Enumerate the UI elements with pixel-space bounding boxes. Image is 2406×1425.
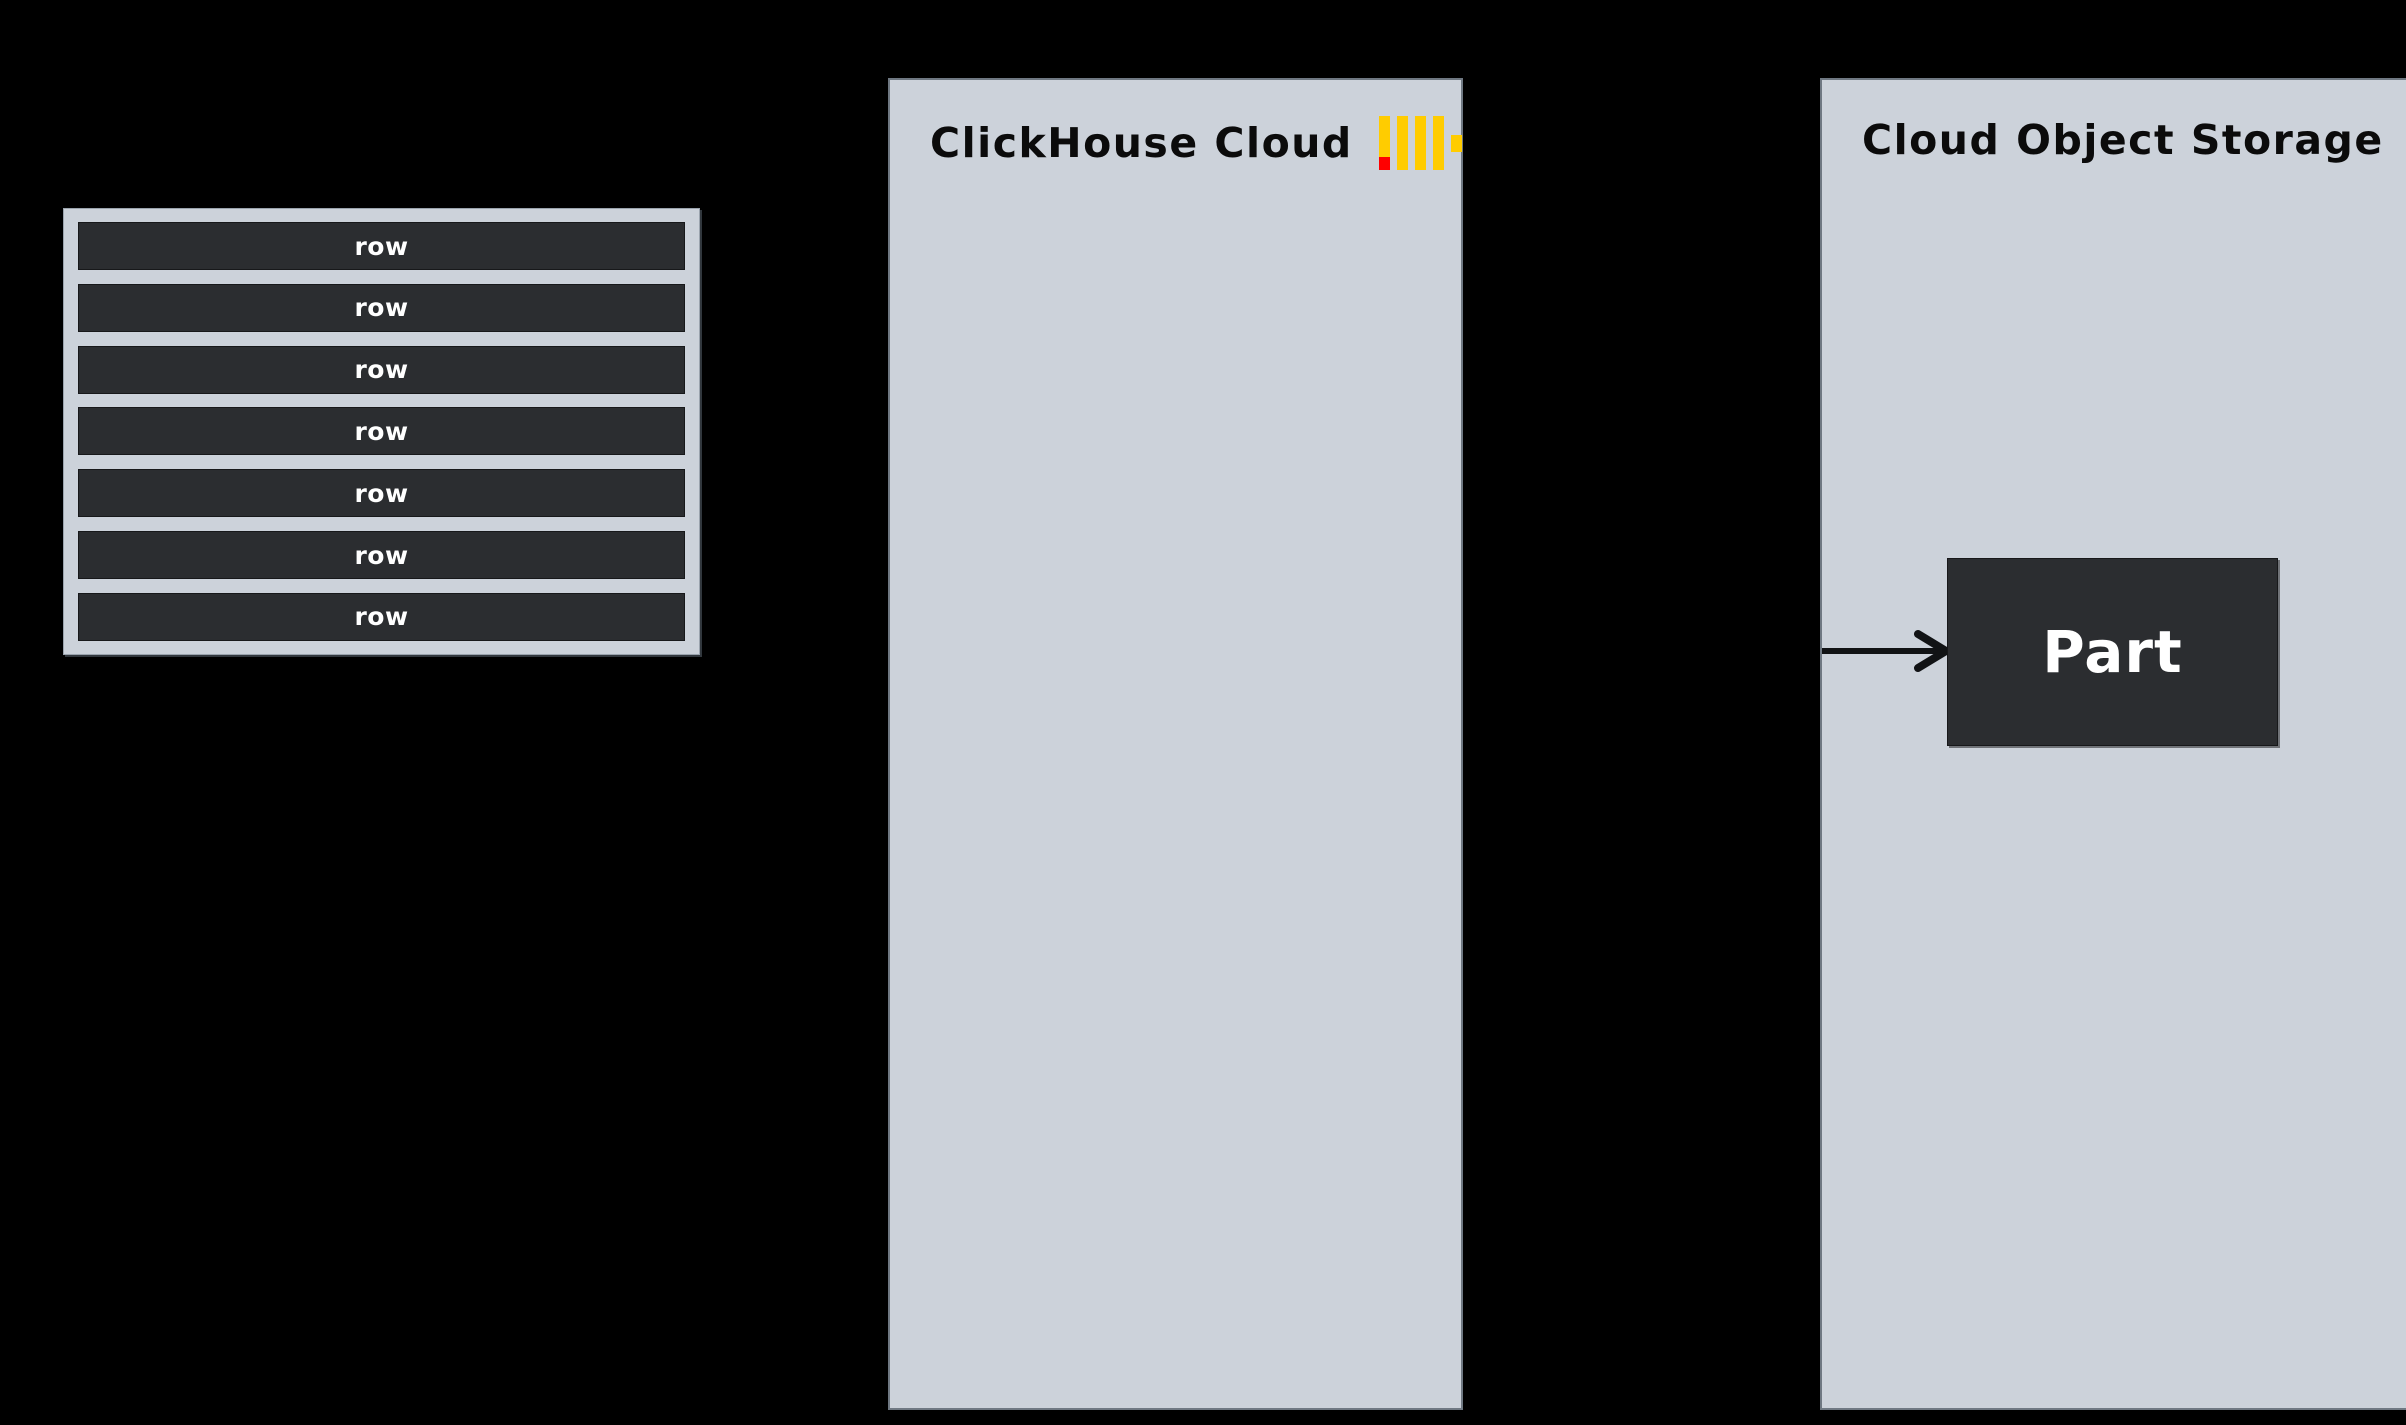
row-label: row (354, 416, 409, 446)
arrow-right-icon (1822, 630, 1952, 672)
table-row: row (78, 222, 685, 270)
clickhouse-logo-icon (1378, 116, 1462, 170)
row-label: row (354, 602, 409, 632)
row-label: row (354, 478, 409, 508)
table-row: row (78, 469, 685, 518)
panel-title-text: Cloud Object Storage (1862, 116, 2384, 164)
clickhouse-cloud-panel: ClickHouse Cloud (888, 78, 1463, 1410)
table-row: row (78, 345, 685, 394)
clickhouse-cloud-title: ClickHouse Cloud (930, 116, 1462, 170)
rows-table: row row row row row row row (63, 208, 700, 655)
logo-bar (1378, 116, 1390, 170)
logo-bar (1414, 116, 1426, 170)
part-label: Part (2042, 618, 2183, 686)
table-row: row (78, 407, 685, 456)
logo-bar (1432, 116, 1444, 170)
row-label: row (354, 355, 409, 385)
cloud-object-storage-title: Cloud Object Storage (1862, 116, 2384, 164)
row-label: row (354, 293, 409, 323)
cloud-object-storage-panel: Cloud Object Storage Part (1820, 78, 2406, 1410)
logo-bar (1396, 116, 1408, 170)
part-block: Part (1947, 558, 2278, 746)
table-row: row (78, 592, 685, 641)
table-row: row (78, 283, 685, 332)
row-label: row (354, 540, 409, 570)
panel-title-text: ClickHouse Cloud (930, 119, 1353, 167)
row-label: row (354, 231, 409, 261)
logo-dash (1450, 135, 1462, 152)
table-row: row (78, 531, 685, 580)
